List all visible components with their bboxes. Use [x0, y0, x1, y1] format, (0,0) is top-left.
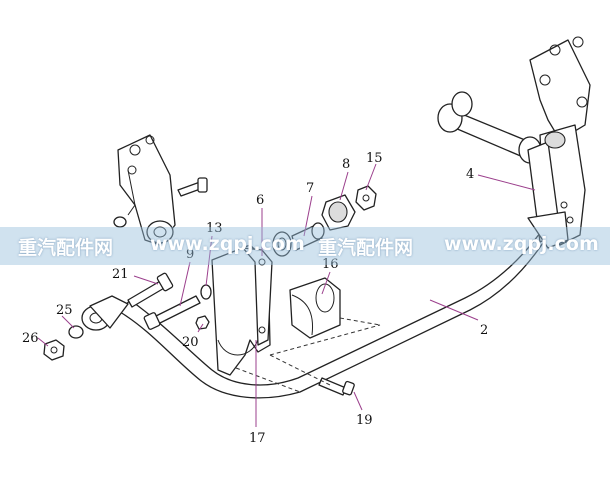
bushing-6 [272, 231, 292, 257]
nut-26 [43, 339, 65, 361]
watermark-text: 重汽配件网 [318, 237, 414, 259]
callout-7: 7 [306, 181, 314, 196]
callout-19: 19 [356, 413, 373, 428]
callout-21: 21 [112, 267, 129, 282]
watermark-url: www.zqpj.com [444, 233, 599, 255]
callout-16: 16 [322, 257, 339, 272]
nut-20 [195, 315, 210, 330]
callout-6: 6 [256, 193, 264, 208]
callout-15: 15 [366, 151, 383, 166]
callout-25: 25 [56, 303, 73, 318]
assembly-guide-lines [235, 317, 381, 393]
watermark-text-row: 重汽配件网 www.zqpj.com 重汽配件网 www.zqpj.com [0, 231, 610, 261]
watermark-url: www.zqpj.com [150, 233, 305, 255]
washer-25 [68, 325, 84, 339]
callout-9: 9 [186, 247, 194, 262]
spacer-7 [291, 222, 325, 251]
callout-20: 20 [182, 335, 199, 350]
left-upper-bracket [113, 134, 208, 246]
right-bracket [527, 36, 591, 249]
bolt-19 [318, 377, 355, 396]
callout-4: 4 [466, 167, 474, 182]
callout-8: 8 [342, 157, 350, 172]
leader-lines [37, 163, 536, 427]
watermark-band [0, 227, 610, 265]
callout-2: 2 [480, 323, 488, 338]
right-link-arm [437, 91, 542, 164]
bushing-8 [321, 194, 356, 231]
watermark-text: 重汽配件网 [18, 237, 114, 259]
callout-13: 13 [206, 221, 223, 236]
bushing-16 [289, 277, 341, 339]
callout-labels: 2 4 6 7 8 9 13 15 16 17 19 20 21 25 26 [22, 151, 488, 446]
callout-17: 17 [249, 431, 266, 446]
washer-13 [200, 284, 212, 300]
bolt-9 [143, 295, 201, 330]
bolt-21 [127, 272, 174, 308]
callout-26: 26 [22, 331, 39, 346]
